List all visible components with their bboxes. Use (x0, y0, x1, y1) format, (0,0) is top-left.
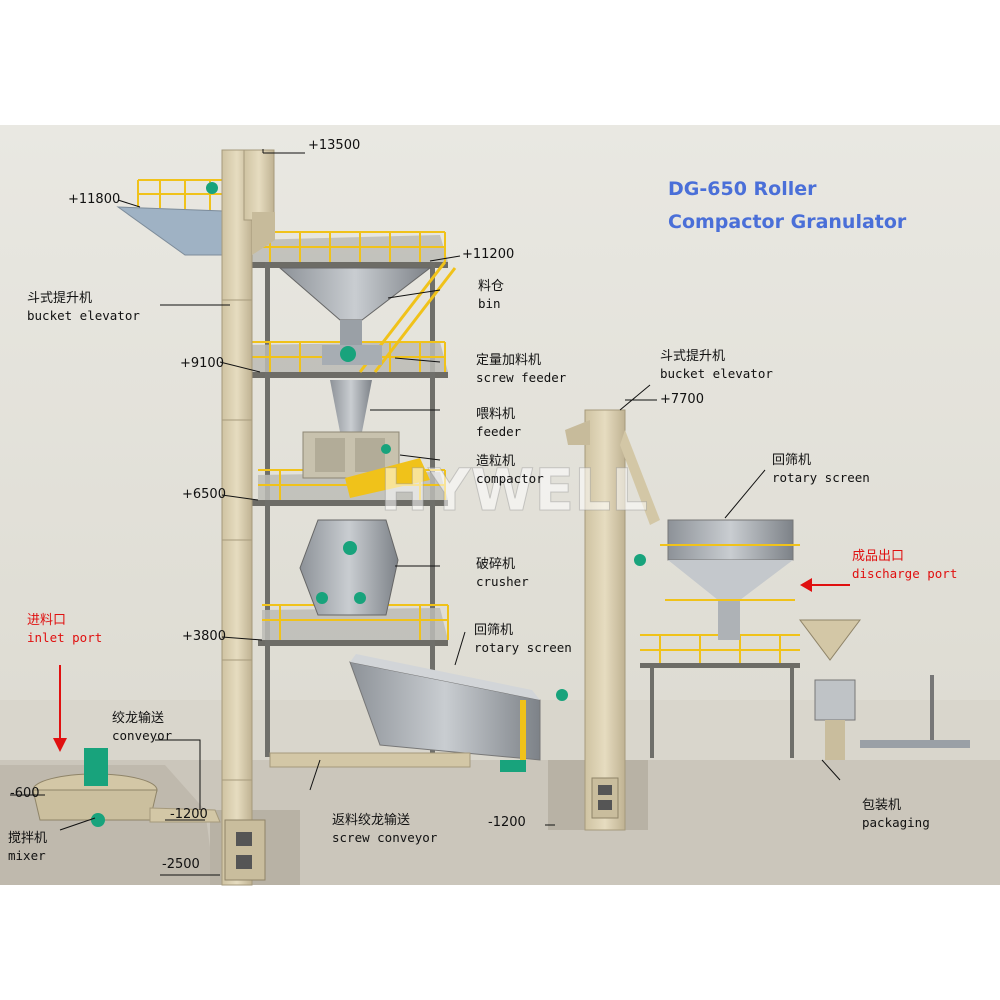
elevation-label: +11200 (462, 247, 515, 262)
elevation-label: +13500 (308, 138, 361, 153)
bin (278, 267, 432, 345)
elevation-label: -1200 (488, 815, 526, 830)
elevation-label: +11800 (68, 192, 121, 207)
main-bucket-elevator (206, 149, 275, 886)
elevation-label: +9100 (180, 356, 224, 371)
compactor (302, 431, 430, 498)
red-arrows (53, 578, 850, 752)
diagram-title-line-1: DG-650 Roller (668, 178, 817, 200)
crusher (299, 519, 399, 616)
packaging-machine (799, 619, 970, 760)
rotary-screen-right (634, 519, 800, 640)
feeder-cone (330, 380, 372, 432)
elevation-label: +7700 (660, 392, 704, 407)
diagram-title-line-2: Compactor Granulator (668, 211, 907, 233)
right-bucket-elevator (565, 409, 660, 831)
elevation-label: -2500 (162, 857, 200, 872)
mixer (32, 748, 158, 827)
columns (265, 262, 435, 757)
leader-lines (10, 149, 841, 876)
elevation-label: +3800 (182, 629, 226, 644)
floors (248, 262, 448, 646)
screw-feeder (322, 345, 382, 365)
elevation-label: +6500 (182, 487, 226, 502)
inclined-conveyor (149, 807, 221, 823)
return-screw-conveyor (269, 752, 471, 768)
elevation-label: -1200 (170, 807, 208, 822)
railing-top (137, 179, 250, 210)
rotary-screen-middle (349, 654, 568, 772)
watermark: HYWELL (380, 456, 648, 524)
elevation-label: -600 (10, 786, 40, 801)
